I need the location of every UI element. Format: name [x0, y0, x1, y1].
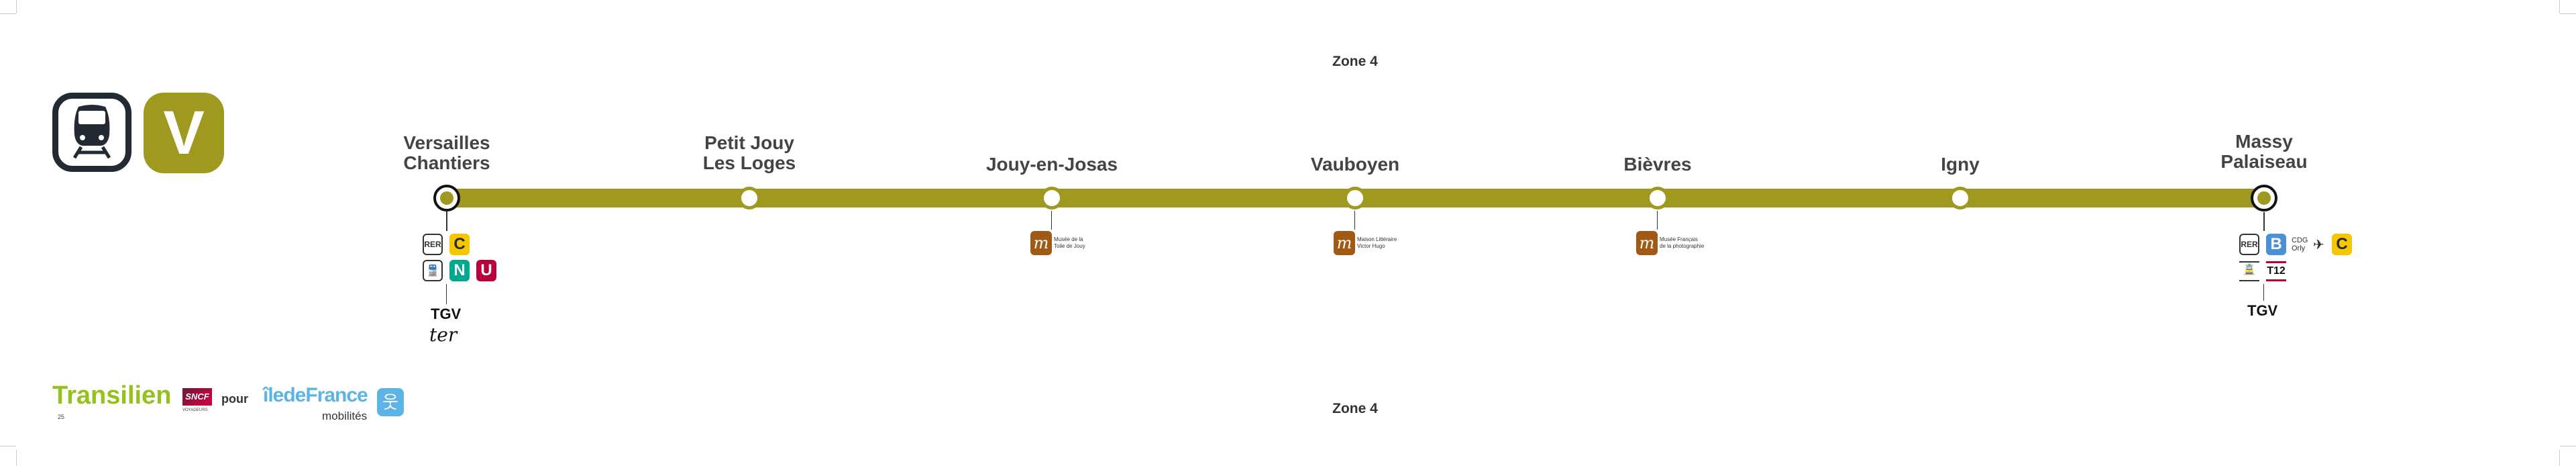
- museum-label-line: Musée Français: [1660, 236, 1698, 242]
- line-v-badge: V: [144, 93, 224, 173]
- tram-t12-badge: T12: [2266, 261, 2286, 281]
- connector-line: [2263, 284, 2264, 301]
- museum-label-line: de la photographie: [1660, 243, 1705, 249]
- airport-cdg: CDG: [2292, 236, 2308, 244]
- idf-logo: îledeFrance: [263, 384, 368, 406]
- station-name: Vauboyen: [1311, 154, 1399, 175]
- terminus-stop-marker[interactable]: [2251, 185, 2277, 212]
- crop-mark: [0, 13, 16, 14]
- station-name-line: Massy: [2235, 131, 2293, 152]
- museum-label-line: Musée de la: [1054, 236, 1083, 242]
- pour-text: pour: [221, 392, 248, 406]
- station-name-line: Versailles: [403, 132, 490, 153]
- station-name: Jouy-en-Josas: [986, 154, 1118, 175]
- crop-mark: [0, 446, 16, 447]
- train-icon: [52, 93, 131, 172]
- stop-marker[interactable]: [1646, 187, 1669, 209]
- rer-c-badge: C: [2332, 234, 2352, 255]
- idf-subtitle: mobilités: [322, 410, 368, 422]
- connector-line: [1354, 211, 1355, 230]
- station-name: Igny: [1941, 154, 1980, 175]
- stop-marker[interactable]: [738, 187, 761, 209]
- rer-c-badge: C: [449, 234, 470, 255]
- tram-icon: 🚊: [2239, 261, 2259, 281]
- station-name-line: Jouy-en-Josas: [985, 154, 1118, 175]
- connector-line: [1657, 211, 1658, 230]
- tgv-label: TGV: [431, 306, 462, 322]
- idf-person-icon: 웃: [377, 388, 404, 416]
- crop-mark: [2560, 446, 2576, 447]
- station-name-line: Igny: [1941, 154, 1980, 175]
- transilien-u-badge: U: [476, 260, 496, 281]
- museum-label-line: Victor Hugo: [1357, 243, 1385, 249]
- crop-mark: [2559, 450, 2560, 466]
- ter-logo: ter: [429, 324, 458, 346]
- station-name-line: Vauboyen: [1310, 154, 1400, 175]
- connector-line: [446, 284, 447, 304]
- sncf-logo: SNCF: [182, 388, 212, 406]
- crop-mark: [2560, 13, 2576, 14]
- zone-label-bottom: Zone 4: [1332, 401, 1378, 416]
- museum-label-line: Toile de Jouy: [1054, 243, 1085, 249]
- connector-line: [1051, 211, 1052, 230]
- stop-marker[interactable]: [1040, 187, 1063, 209]
- station-name-line: Chantiers: [403, 152, 490, 173]
- station-name-line: Les Loges: [702, 152, 796, 173]
- zone-label-top: Zone 4: [1332, 54, 1378, 69]
- rer-icon: RER: [2239, 234, 2259, 255]
- station-name-line: Palaiseau: [2220, 151, 2308, 172]
- museum-icon: m: [1636, 231, 1658, 255]
- museum-icon: m: [1030, 231, 1052, 255]
- station-name-line: Petit Jouy: [704, 132, 794, 153]
- page-number: 25: [58, 414, 65, 420]
- rer-b-badge: B: [2266, 234, 2286, 255]
- station-name-line: Bièvres: [1623, 154, 1692, 175]
- station-name: Bièvres: [1623, 154, 1691, 175]
- rer-icon: RER: [423, 234, 443, 255]
- train-icon: 🚆: [423, 260, 443, 281]
- terminus-stop-marker[interactable]: [433, 185, 460, 212]
- transilien-logo: Transilien: [52, 381, 172, 410]
- crop-mark: [2559, 0, 2560, 13]
- stop-marker[interactable]: [1949, 187, 1972, 209]
- connector-line: [2263, 212, 2265, 231]
- stop-marker[interactable]: [1344, 187, 1366, 209]
- crop-mark: [16, 0, 17, 13]
- crop-mark: [16, 450, 17, 466]
- museum-icon: m: [1334, 231, 1355, 255]
- museum-label-line: Maison Littéraire: [1357, 236, 1397, 242]
- plane-icon: ✈: [2313, 238, 2324, 252]
- airport-orly: Orly: [2292, 244, 2306, 252]
- sncf-subtitle: VOYAGEURS: [182, 408, 208, 412]
- tgv-label: TGV: [2247, 302, 2278, 319]
- transilien-n-badge: N: [449, 260, 470, 281]
- connector-line: [446, 211, 447, 231]
